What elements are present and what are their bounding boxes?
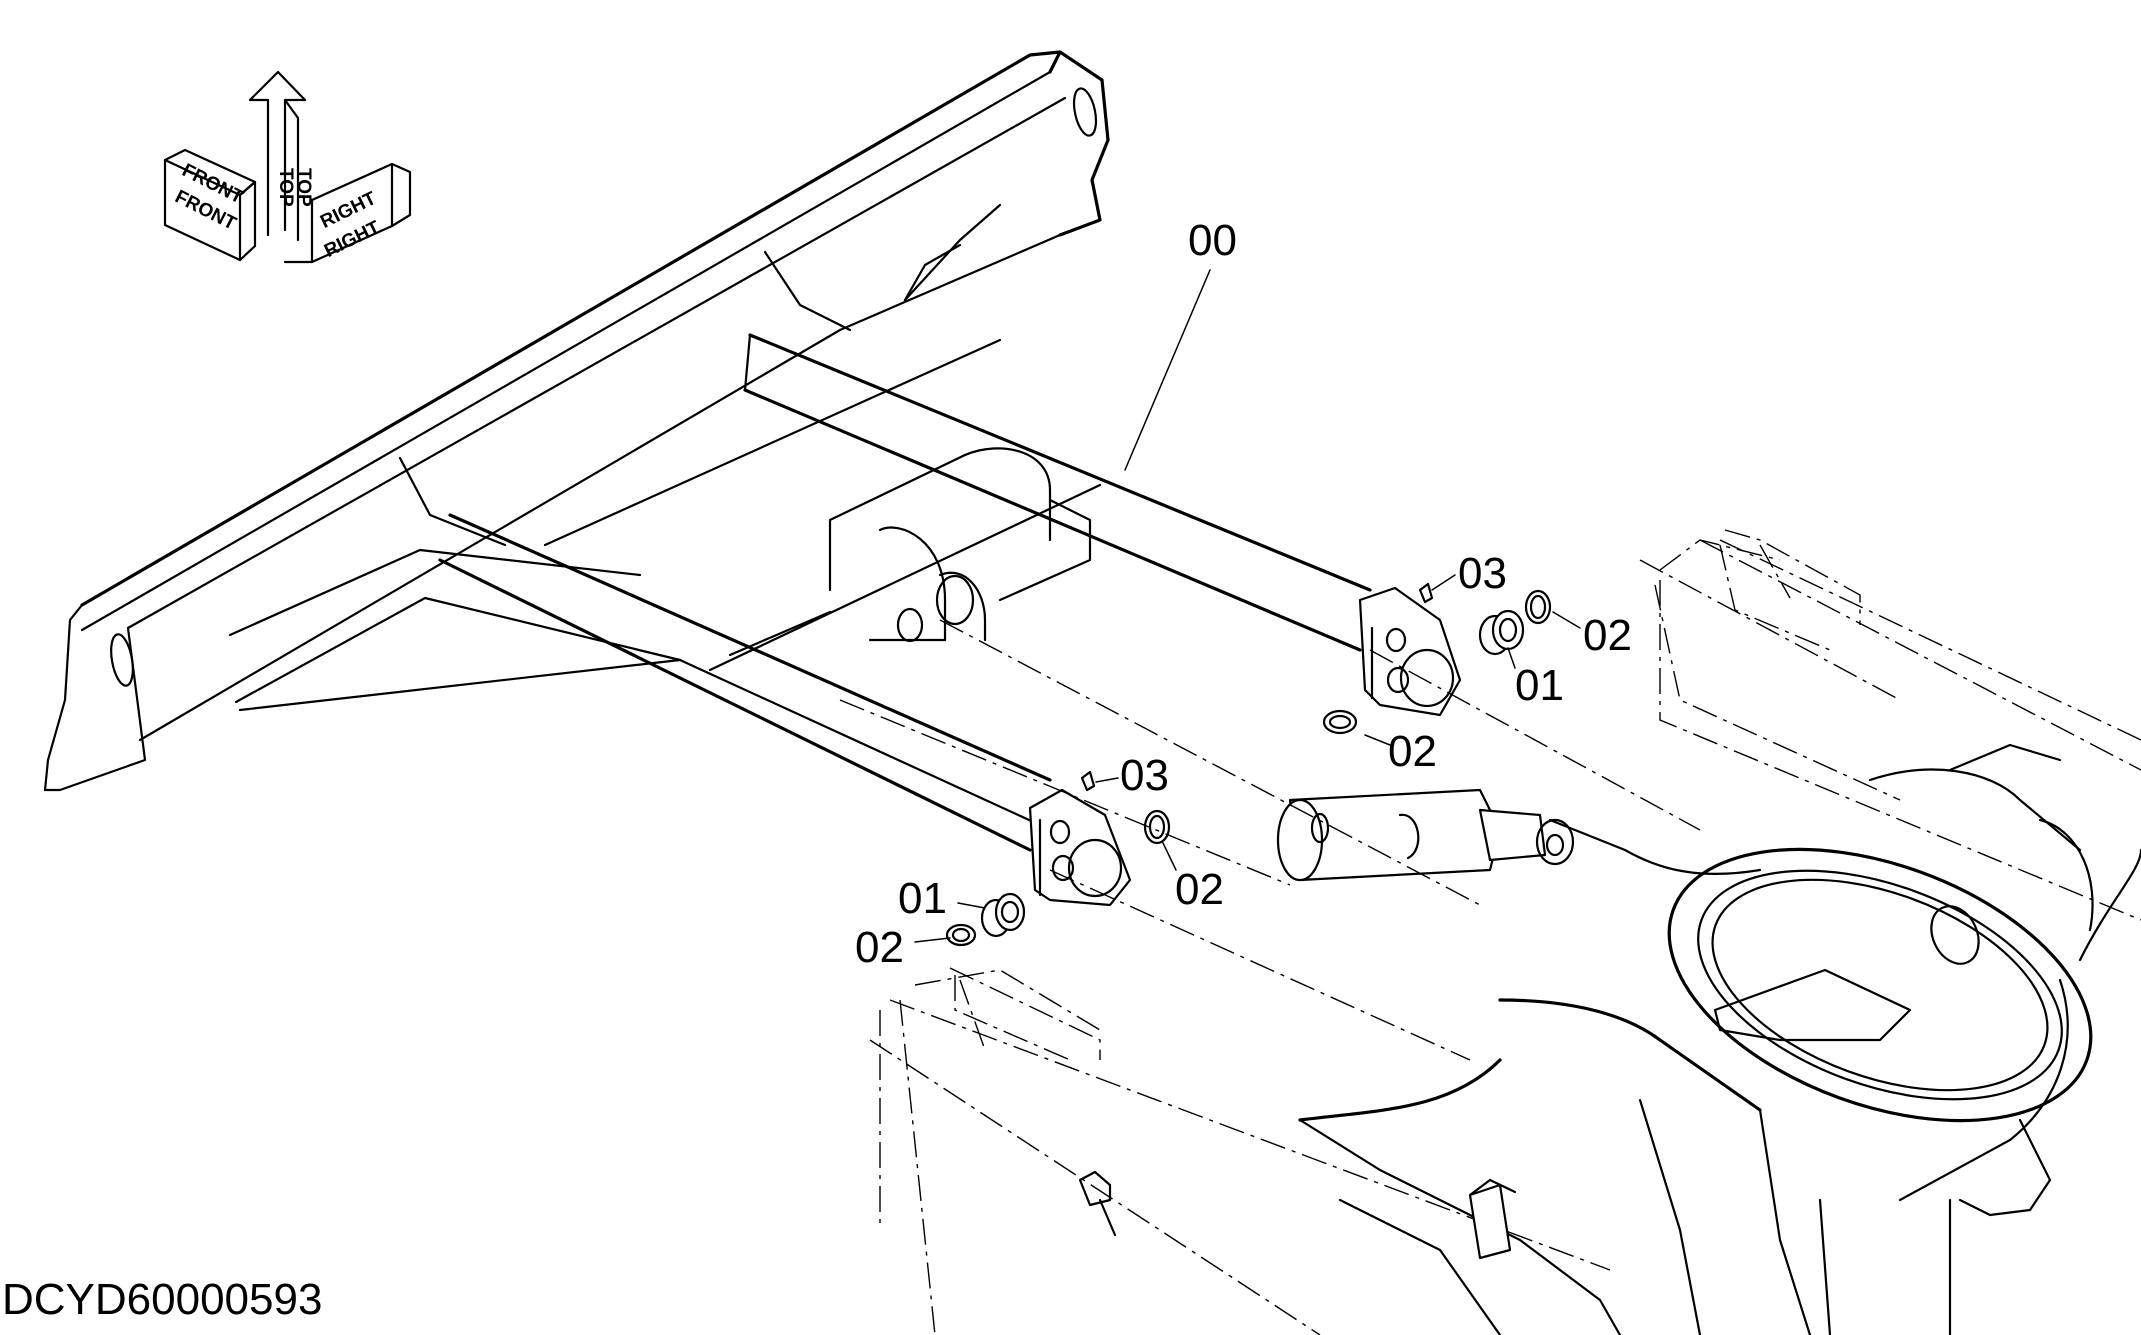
right-label-group: RIGHT RIGHT [317, 188, 383, 262]
callout-bushing-right: 01 [1515, 661, 1564, 710]
leader-lines [914, 269, 1581, 943]
undercarriage-frame [839, 529, 2141, 1335]
dozer-blade-frame [43, 50, 1462, 907]
callout-grease-right: 03 [1458, 549, 1507, 598]
callout-ring-left-right: 02 [1175, 865, 1224, 914]
callout-grease-left: 03 [1120, 751, 1169, 800]
grease-fitting-left [1080, 770, 1096, 792]
callout-bushing-left: 01 [898, 874, 947, 923]
document-id: DCYD60000593 [2, 1275, 323, 1324]
ring-right-top [1524, 589, 1552, 625]
top-label-group: TOP TOP [275, 168, 314, 207]
callout-frame: 00 [1188, 216, 1237, 265]
front-label-group: FRONT FRONT [172, 160, 247, 235]
grease-fitting-right [1418, 582, 1434, 604]
bushing-left [980, 892, 1026, 938]
callout-labels: 00 03 02 01 02 03 02 01 02 [855, 216, 1632, 972]
callout-ring-left-bottom: 02 [855, 923, 904, 972]
top-label: TOP [275, 168, 296, 207]
orientation-indicator: FRONT FRONT TOP TOP RIGHT RIGHT [163, 70, 412, 264]
callout-ring-right-bottom: 02 [1388, 727, 1437, 776]
dozer-cylinder [1276, 788, 1575, 882]
bushing-right [1478, 609, 1525, 656]
ring-left-bottom [945, 923, 977, 947]
callout-ring-right-top: 02 [1583, 611, 1632, 660]
ring-right-bottom [1322, 709, 1358, 735]
ring-left-right [1143, 809, 1171, 845]
top-label-mirror: TOP [293, 168, 314, 207]
